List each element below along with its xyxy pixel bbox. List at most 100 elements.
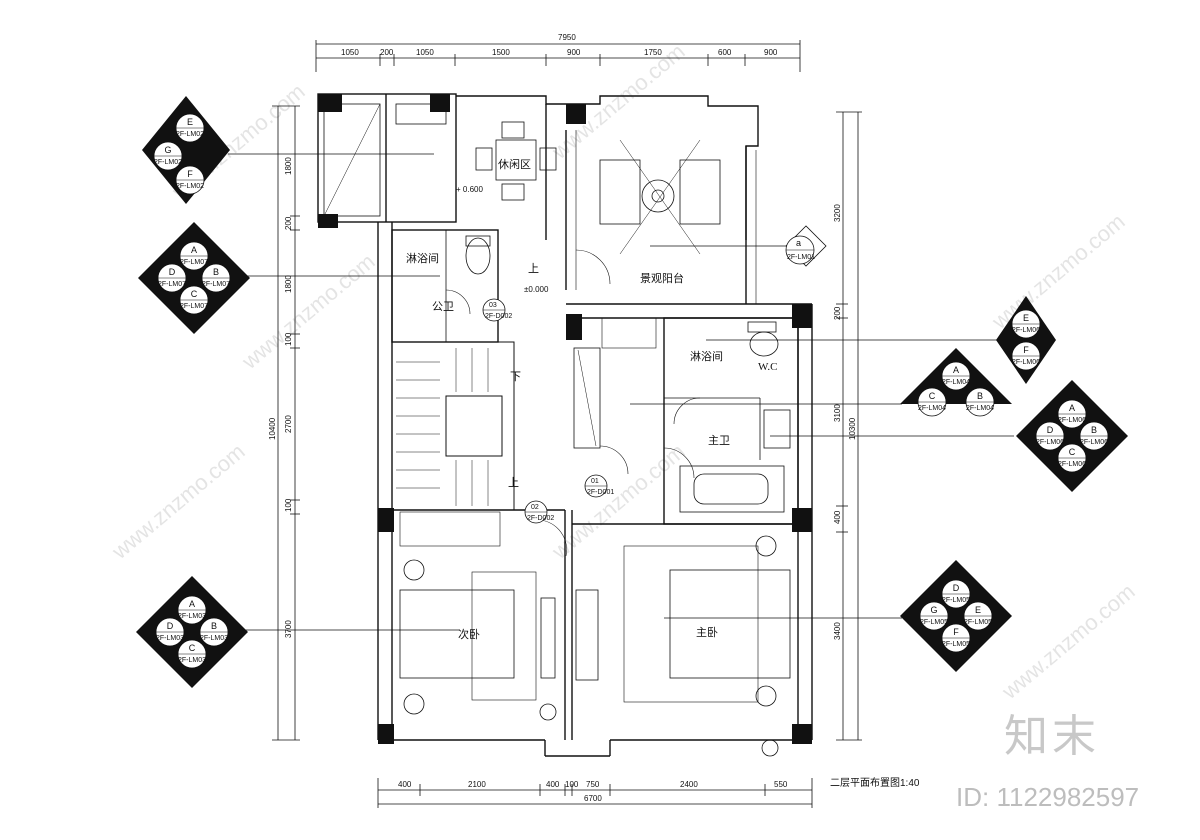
balcony-tag-ref: 2F-LM01 — [787, 254, 815, 261]
elevation-markers: E2F-LM02G2F-LM02F2F-LM02A2F-LM07D2F-LM07… — [136, 96, 1128, 688]
top-dim-5: 900 — [567, 48, 581, 57]
marker-letter: D — [1047, 425, 1054, 435]
top-dim-1: 1050 — [341, 48, 359, 57]
room-label-shower-right: 淋浴间 — [690, 350, 723, 363]
door-tag-03: 03 2F-D002 — [482, 298, 512, 322]
leader-lines — [228, 153, 1014, 631]
marker-ref: 2F-LM07 — [180, 259, 208, 266]
marker-ref: 2F-LM03 — [200, 635, 228, 642]
marker-letter: D — [167, 621, 174, 631]
top-dim-6: 1750 — [644, 48, 662, 57]
right-dim-5: 3400 — [833, 622, 842, 640]
marker-letter: G — [930, 605, 937, 615]
left-dim-6: 100 — [284, 498, 293, 512]
marker-letter: E — [975, 605, 981, 615]
door-tag-03-ref: 2F-D002 — [485, 313, 512, 320]
door-tag-02-number: 02 — [531, 504, 539, 511]
left-dim-1: 1800 — [284, 157, 293, 175]
door-tag-02-ref: 2F-D002 — [527, 515, 554, 522]
room-label-master-bath: 主卫 — [708, 434, 730, 447]
marker-ref: 2F-LM07 — [158, 281, 186, 288]
marker-ref: 2F-LM03 — [178, 613, 206, 620]
watermark-text: www.znzmo.com — [986, 209, 1129, 335]
marker-ref: 2F-LM06 — [1036, 439, 1064, 446]
marker-ref: 2F-LM05 — [964, 619, 992, 626]
marker-ref: 2F-LM04 — [966, 405, 994, 412]
marker-letter: A — [191, 245, 197, 255]
walls — [317, 93, 813, 757]
right-dim-3: 3100 — [833, 404, 842, 422]
balcony-elevation-tag: a 2F-LM01 — [785, 225, 827, 267]
bottom-dim-6: 2400 — [680, 780, 698, 789]
top-dim-2: 200 — [380, 48, 394, 57]
right-dim-2: 200 — [833, 306, 842, 320]
balcony-furniture — [599, 139, 721, 255]
marker-ref: 2F-LM06 — [1080, 439, 1108, 446]
bottom-dim-4: 100 — [565, 780, 579, 789]
marker-ref: 2F-LM05 — [942, 641, 970, 648]
marker-ref: 2F-LM05 — [942, 597, 970, 604]
room-label-master-bedroom: 主卧 — [696, 626, 718, 639]
left-dim-3: 1800 — [284, 275, 293, 293]
marker-ref: 2F-LM06 — [1012, 359, 1040, 366]
door-tag-01-ref: 2F-D001 — [587, 489, 614, 496]
stair-up-label-top: 上 — [528, 262, 539, 275]
watermark-text: www.znzmo.com — [546, 439, 689, 565]
door-tag-02: 02 2F-D002 — [524, 500, 554, 524]
marker-ref: 2F-LM03 — [178, 657, 206, 664]
drawing-id: ID: 1122982597 — [956, 782, 1140, 812]
left-total-dimension: 10400 — [268, 417, 277, 440]
left-dim-4: 100 — [284, 332, 293, 346]
marker-ref: 2F-LM07 — [180, 303, 208, 310]
watermark-text: www.znzmo.com — [236, 249, 379, 375]
fixtures — [403, 235, 779, 757]
drawing-title: 二层平面布置图1:40 — [830, 778, 920, 789]
top-dimension-lines — [315, 40, 801, 72]
door-tag-03-number: 03 — [489, 302, 497, 309]
balcony-tag-letter: a — [796, 238, 801, 248]
room-label-second-bedroom: 次卧 — [458, 627, 480, 641]
marker-letter: B — [1091, 425, 1097, 435]
marker-letter: D — [953, 583, 960, 593]
marker-ref: 2F-LM04 — [918, 405, 946, 412]
marker-letter: C — [191, 289, 198, 299]
room-label-scenic-balcony: 景观阳台 — [640, 271, 684, 285]
top-dim-8: 900 — [764, 48, 778, 57]
marker-letter: D — [169, 267, 176, 277]
marker-letter: E — [1023, 313, 1029, 323]
structural-columns — [318, 94, 812, 744]
marker-letter: E — [187, 117, 193, 127]
marker-letter: A — [1069, 403, 1075, 413]
marker-ref: 2F-LM06 — [1058, 417, 1086, 424]
marker-ref: 2F-LM02 — [176, 183, 204, 190]
top-dim-3: 1050 — [416, 48, 434, 57]
door-swings — [445, 249, 701, 557]
watermark-text: www.znzmo.com — [106, 439, 249, 565]
marker-ref: 2F-LM02 — [176, 131, 204, 138]
left-dimension-lines — [272, 105, 300, 741]
watermark-text: www.znzmo.com — [546, 39, 689, 165]
stair-down-label: 下 — [510, 371, 521, 383]
bottom-total-dimension: 6700 — [584, 794, 602, 803]
marker-ref: 2F-LM07 — [202, 281, 230, 288]
room-label-leisure: 休闲区 — [498, 157, 531, 171]
left-dim-5: 2700 — [284, 415, 293, 433]
marker-ref: 2F-LM06 — [1058, 461, 1086, 468]
marker-letter: G — [164, 145, 171, 155]
marker-ref: 2F-LM04 — [942, 379, 970, 386]
stair-treads — [396, 348, 489, 506]
leisure-level-label: + 0.600 — [456, 185, 483, 194]
watermark-text: www.znzmo.com — [996, 579, 1139, 705]
top-dim-7: 600 — [718, 48, 732, 57]
door-tag-01: 01 2F-D001 — [584, 474, 614, 498]
bottom-dim-2: 2100 — [468, 780, 486, 789]
top-total-dimension: 7950 — [558, 33, 576, 42]
marker-letter: F — [187, 169, 193, 179]
marker-letter: C — [1069, 447, 1076, 457]
stair-up-label-bottom: 上 — [508, 476, 519, 489]
marker-ref: 2F-LM02 — [154, 159, 182, 166]
